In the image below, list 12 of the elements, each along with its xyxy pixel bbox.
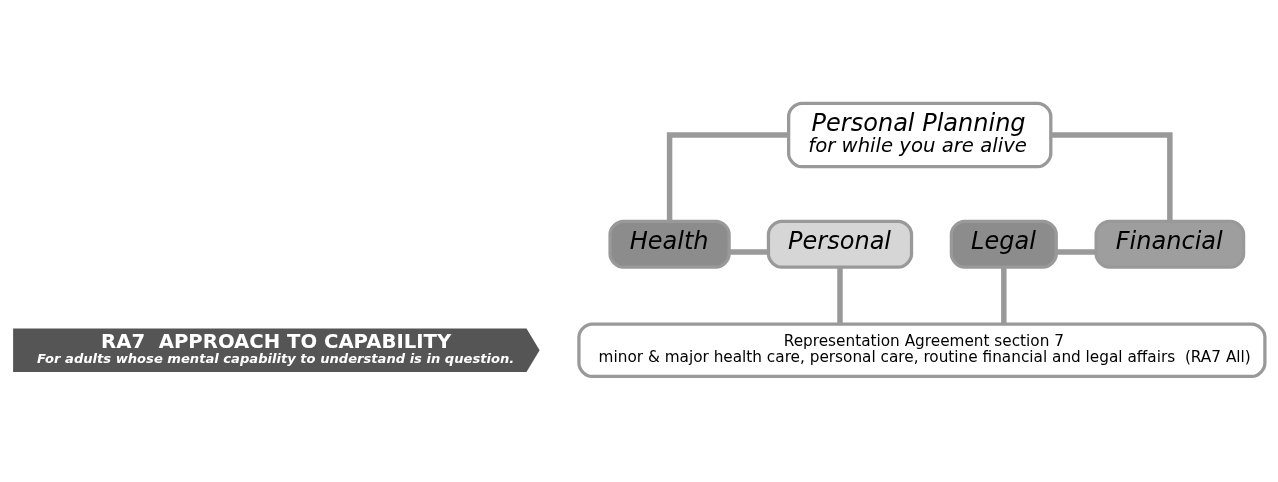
connector	[666, 132, 789, 222]
node-box: Personal	[766, 219, 914, 269]
connector	[1056, 249, 1096, 255]
connector	[1051, 132, 1173, 222]
node-box: Health	[608, 219, 731, 269]
node-box: Legal	[949, 219, 1058, 269]
node-box: Personal Planning for while you are alive	[787, 101, 1053, 169]
connector	[837, 267, 843, 324]
node-box: Representation Agreement section 7 minor & major health care, personal care, routine financial and legal affairs (RA7 All)	[577, 322, 1267, 379]
connector	[1001, 267, 1007, 324]
connector	[729, 249, 769, 255]
node-box: Financial	[1094, 219, 1246, 269]
